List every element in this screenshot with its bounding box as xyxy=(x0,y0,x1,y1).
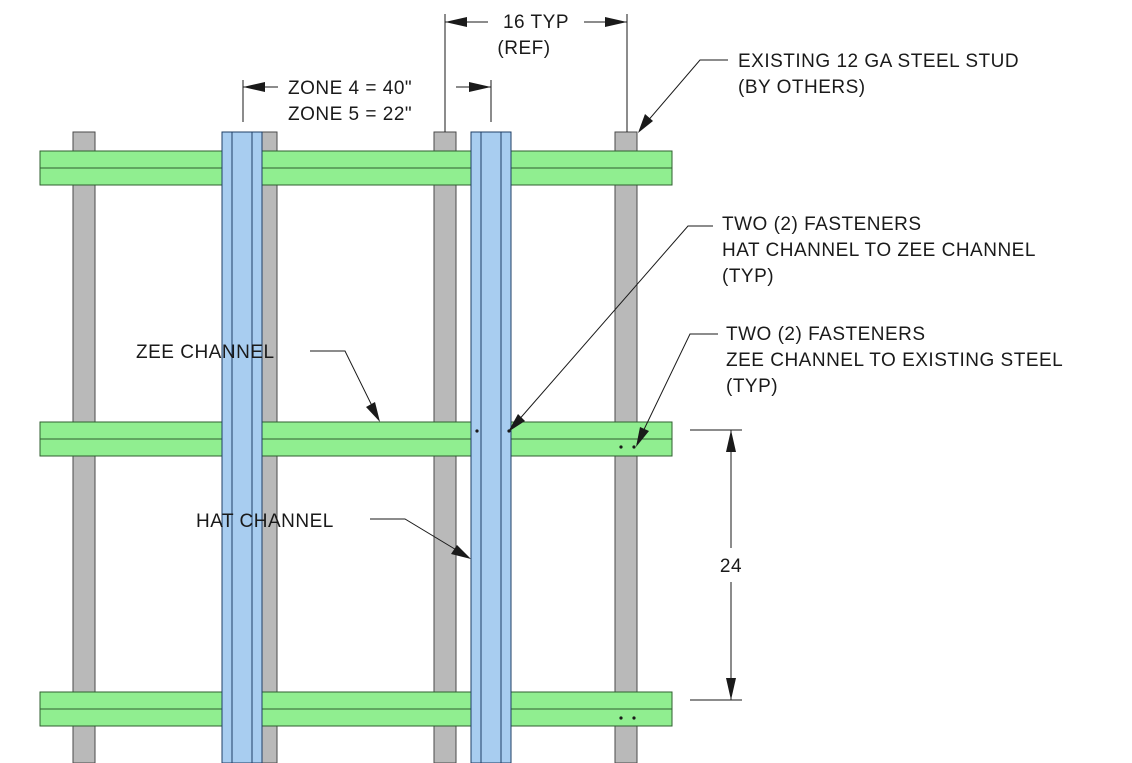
callout-hat-channel-text: HAT CHANNEL xyxy=(196,511,334,532)
callout-zee-channel-text: ZEE CHANNEL xyxy=(136,342,275,363)
fastener-dot xyxy=(619,445,623,449)
dimension-24-text: 24 xyxy=(720,556,742,577)
dimension-zone-5-text: ZONE 5 = 22" xyxy=(288,104,412,125)
callout-fasteners-zee-line2: ZEE CHANNEL TO EXISTING STEEL xyxy=(726,350,1063,371)
callout-zee-channel: ZEE CHANNEL xyxy=(136,342,380,422)
dimension-zone-4-text: ZONE 4 = 40" xyxy=(288,78,412,99)
fastener-dot xyxy=(632,445,636,449)
dimension-16-typ: 16 TYP (REF) xyxy=(444,12,628,132)
dimension-ref-text: (REF) xyxy=(497,38,550,59)
callout-fasteners-hat-to-zee: TWO (2) FASTENERS HAT CHANNEL TO ZEE CHA… xyxy=(508,214,1036,432)
callout-existing-stud-text: EXISTING 12 GA STEEL STUD xyxy=(738,51,1019,72)
callout-fasteners-hat-line3: (TYP) xyxy=(722,266,774,287)
hat-channel-member xyxy=(221,131,263,763)
fastener-dot xyxy=(632,716,636,720)
dimension-24: 24 xyxy=(690,429,742,701)
fastener-dot xyxy=(619,716,623,720)
zee-channels xyxy=(39,150,673,727)
callout-fasteners-hat-line2: HAT CHANNEL TO ZEE CHANNEL xyxy=(722,240,1036,261)
callout-fasteners-hat-line1: TWO (2) FASTENERS xyxy=(722,214,922,235)
callout-fasteners-zee-line3: (TYP) xyxy=(726,376,778,397)
dimension-16-typ-text: 16 TYP xyxy=(503,12,569,33)
callout-hat-channel: HAT CHANNEL xyxy=(196,511,471,559)
callout-by-others-text: (BY OTHERS) xyxy=(738,77,866,98)
dimension-zone: ZONE 4 = 40" ZONE 5 = 22" xyxy=(242,78,492,125)
callout-existing-stud: EXISTING 12 GA STEEL STUD (BY OTHERS) xyxy=(638,51,1019,133)
fastener-dot xyxy=(475,429,479,433)
callout-fasteners-zee-line1: TWO (2) FASTENERS xyxy=(726,324,926,345)
callout-fasteners-zee-to-steel: TWO (2) FASTENERS ZEE CHANNEL TO EXISTIN… xyxy=(636,324,1063,447)
hat-channels xyxy=(221,131,512,763)
hat-channel-member xyxy=(470,131,512,763)
